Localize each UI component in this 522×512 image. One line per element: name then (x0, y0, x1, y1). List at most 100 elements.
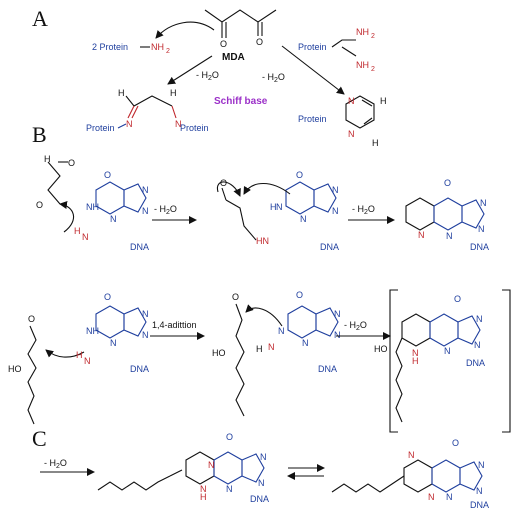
svg-text:N: N (332, 185, 339, 195)
svg-text:N: N (408, 450, 415, 460)
protein-amine-nh2: NH (151, 42, 164, 52)
svg-text:O: O (296, 290, 303, 300)
mda-reactant-b: O O H (36, 154, 75, 210)
svg-text:2: 2 (166, 48, 170, 55)
svg-text:DNA: DNA (470, 242, 489, 252)
svg-text:N: N (175, 119, 182, 129)
guanine-2: O NH N N N H N DNA (76, 292, 149, 374)
svg-text:DNA: DNA (320, 242, 339, 252)
svg-text:O: O (68, 158, 75, 168)
mda-label: MDA (222, 52, 245, 63)
svg-text:HO: HO (8, 364, 22, 374)
mda-o-right: O (256, 37, 263, 47)
svg-text:HO: HO (374, 344, 388, 354)
protein-amine-coef: 2 Protein (92, 42, 128, 52)
svg-text:H: H (200, 492, 207, 502)
curved-arrow-attack-a (155, 21, 215, 39)
svg-text:N: N (476, 486, 483, 496)
protein-diamine: Protein NH 2 NH 2 (298, 27, 375, 73)
svg-text:2: 2 (371, 66, 375, 73)
equilibrium-arrows (287, 464, 325, 480)
svg-text:Protein: Protein (298, 114, 327, 124)
svg-text:H: H (76, 350, 83, 360)
svg-text:NH: NH (86, 326, 99, 336)
svg-text:N: N (332, 206, 339, 216)
svg-text:N: N (300, 214, 307, 224)
svg-text:O: O (36, 200, 43, 210)
adduct-open: O HO H O N N N N N DNA (212, 290, 341, 417)
curved-arrow-attack-b1 (59, 201, 75, 233)
svg-text:N: N (142, 330, 149, 340)
svg-text:N: N (126, 119, 133, 129)
svg-text:O: O (444, 178, 451, 188)
svg-text:N: N (446, 492, 453, 502)
svg-text:N: N (226, 484, 233, 494)
svg-text:O: O (28, 314, 35, 324)
svg-text:O: O (104, 170, 111, 180)
protein-pyrimidine: Protein N N H H (298, 95, 387, 148)
svg-text:NH: NH (356, 60, 369, 70)
svg-text:H: H (118, 88, 125, 98)
svg-text:N: N (428, 492, 435, 502)
product-c-exocyclic: O N N N N N H DNA (97, 432, 269, 504)
svg-text:O: O (452, 438, 459, 448)
schiff-base-label: Schiff base (214, 96, 268, 107)
protein-amine: 2 Protein NH 2 (92, 42, 170, 55)
product-m1g: O N N N N DNA (405, 178, 489, 252)
svg-text:N: N (260, 452, 267, 462)
intermediate-1: O O N H N N N HN DNA (216, 170, 339, 252)
svg-text:H: H (372, 138, 379, 148)
svg-text:DNA: DNA (250, 494, 269, 504)
svg-text:HO: HO (212, 348, 226, 358)
svg-text:H: H (170, 88, 177, 98)
svg-text:N: N (444, 346, 451, 356)
svg-text:H: H (270, 202, 277, 212)
svg-text:N: N (412, 348, 419, 358)
svg-text:O: O (104, 292, 111, 302)
svg-text:N: N (142, 206, 149, 216)
water-loss-c1: - H2O (44, 458, 67, 470)
panel-a-label: A (32, 6, 48, 31)
svg-text:N: N (276, 202, 283, 212)
arrow-to-schiff-base (167, 55, 213, 85)
product-c-aromatic: O N N N N N DNA (331, 438, 489, 510)
svg-text:N: N (258, 478, 265, 488)
svg-text:DNA: DNA (318, 364, 337, 374)
water-loss-b2: - H2O (352, 204, 375, 216)
guanine-1: O NH N N N H N DNA (74, 170, 149, 252)
svg-text:DNA: DNA (130, 242, 149, 252)
svg-text:N: N (110, 338, 117, 348)
enal-reactant: O HO (8, 314, 85, 425)
svg-text:N: N (446, 231, 453, 241)
svg-text:2: 2 (371, 33, 375, 40)
svg-text:N: N (474, 340, 481, 350)
svg-text:H: H (256, 344, 263, 354)
svg-text:O: O (232, 292, 239, 302)
water-loss-b1: - H2O (154, 204, 177, 216)
svg-text:N: N (480, 198, 487, 208)
svg-text:DNA: DNA (470, 500, 489, 510)
svg-text:HN: HN (256, 236, 269, 246)
svg-text:N: N (478, 460, 485, 470)
svg-text:N: N (200, 484, 207, 494)
svg-text:H: H (412, 356, 419, 366)
svg-text:N: N (478, 224, 485, 234)
addition-label: 1,4-adittion (152, 320, 197, 330)
svg-text:N: N (142, 309, 149, 319)
svg-text:NH: NH (356, 27, 369, 37)
svg-text:DNA: DNA (130, 364, 149, 374)
water-loss-a1: - H2O (196, 70, 219, 82)
svg-text:O: O (226, 432, 233, 442)
svg-text:H: H (44, 154, 51, 164)
svg-text:N: N (476, 314, 483, 324)
svg-text:Protein: Protein (298, 42, 327, 52)
svg-text:O: O (296, 170, 303, 180)
water-loss-a2: - H2O (262, 72, 285, 84)
mda-o-left: O (220, 39, 227, 49)
schiff-protein-right: Protein (180, 123, 209, 133)
schiff-protein-left: Protein (86, 123, 115, 133)
svg-text:N: N (208, 460, 215, 470)
bracketed-intermediate: O N N N DNA N H HO (374, 289, 511, 433)
water-loss-b3: - H2O (344, 320, 367, 332)
